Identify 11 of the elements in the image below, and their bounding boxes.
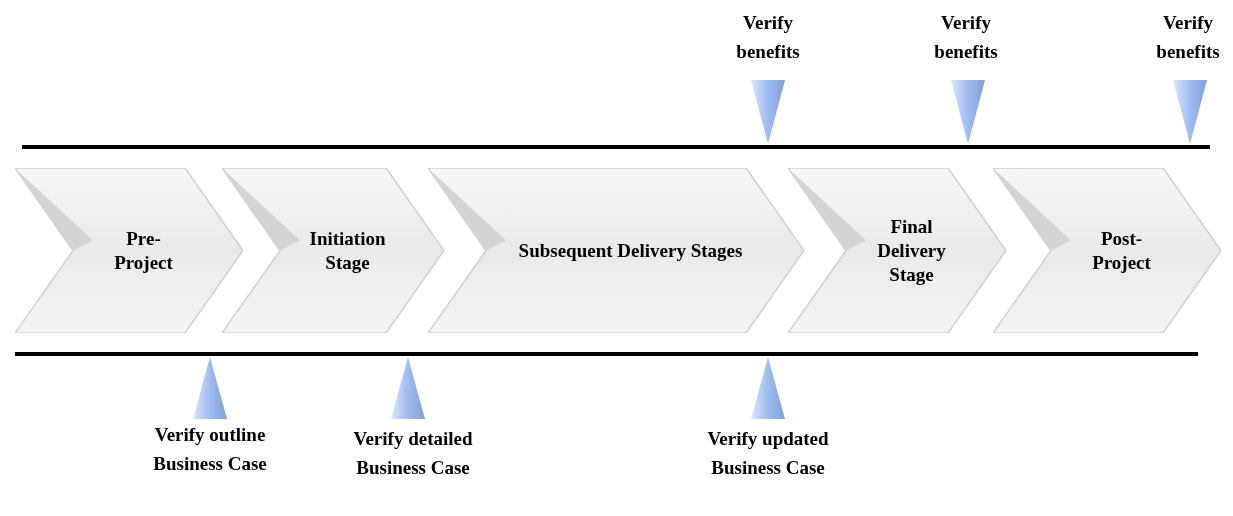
checkpoint-label: Verify outline Business Case xyxy=(152,423,268,476)
checkpoint-label: Verify detailed Business Case xyxy=(352,427,474,480)
checkpoint-label: Verify benefits xyxy=(735,11,801,64)
checkpoint-label: Verify updated Business Case xyxy=(706,427,830,480)
stage-label: Subsequent Delivery Stages xyxy=(518,238,743,263)
stage-label: Initiation Stage xyxy=(308,226,387,275)
stage-label: Pre-Project xyxy=(113,226,174,275)
checkpoint-label: Verify benefits xyxy=(933,11,999,64)
checkpoint-label: Verify benefits xyxy=(1155,11,1221,64)
stage-label: Post-Project xyxy=(1091,226,1152,275)
stage-label: Final Delivery Stage xyxy=(876,214,947,287)
